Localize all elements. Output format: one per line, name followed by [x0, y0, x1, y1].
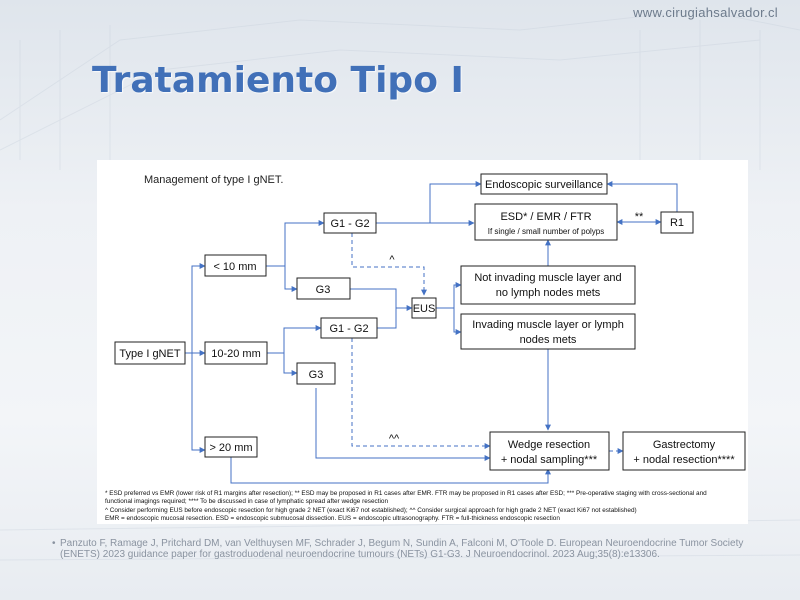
flowchart-figure: Management of type I gNET.: [97, 160, 748, 524]
node-g1-g2-mid: [320, 317, 378, 339]
node-g1-g2-top: [323, 212, 377, 234]
edge-label-double-caret: ^^: [389, 433, 400, 445]
label-10-20mm: 10-20 mm: [211, 348, 261, 360]
node-gt-20mm: [204, 436, 258, 458]
footnote-line: * ESD preferred vs EMR (lower risk of R1…: [105, 490, 707, 497]
footnote-line: functional imagings required; **** To be…: [105, 498, 389, 506]
node-g3-mid: [296, 362, 336, 385]
edge-label-caret: ^: [389, 254, 395, 266]
figure-footnotes: * ESD preferred vs EMR (lower risk of R1…: [105, 490, 745, 524]
slide-title: Tratamiento Tipo I: [92, 60, 464, 101]
label-wedge-line1: Wedge resection: [508, 439, 590, 451]
node-type-i-gnet: [114, 341, 186, 365]
label-invading-line2: nodes mets: [520, 334, 577, 346]
node-not-invading: [460, 265, 636, 305]
reference-bullet: •: [52, 538, 56, 549]
node-surveillance: [480, 173, 608, 195]
node-esd: [474, 203, 618, 241]
label-esd-line2: If single / small number of polyps: [488, 227, 605, 236]
label-invading-line1: Invading muscle layer or lymph: [472, 319, 624, 331]
label-lt-10mm: < 10 mm: [213, 261, 256, 273]
site-url: www.cirugiahsalvador.cl: [633, 5, 778, 20]
reference-citation: • Panzuto F, Ramage J, Pritchard DM, van…: [52, 538, 760, 560]
label-wedge-line2: + nodal sampling***: [501, 454, 598, 466]
node-gastrectomy: [622, 431, 746, 471]
label-g1-g2-top: G1 - G2: [330, 218, 369, 230]
footnote-line: EMR = endoscopic mucosal resection. ESD …: [105, 515, 560, 523]
node-r1: [660, 211, 694, 234]
footnote-line: ^ Consider performing EUS before endosco…: [105, 506, 637, 514]
label-g3-top: G3: [316, 284, 331, 296]
label-gastrectomy-line1: Gastrectomy: [653, 439, 716, 451]
label-g3-mid: G3: [309, 369, 324, 381]
label-gastrectomy-line2: + nodal resection****: [633, 454, 735, 466]
label-not-invading-line2: no lymph nodes mets: [496, 287, 601, 299]
label-surveillance: Endoscopic surveillance: [485, 179, 603, 191]
node-lt-10mm: [204, 254, 267, 277]
flow-arrows: [185, 181, 678, 484]
label-gt-20mm: > 20 mm: [209, 442, 252, 454]
flowchart-diagram: Type I gNET < 10 mm 10-20 mm > 20 mm G1 …: [114, 173, 746, 484]
node-eus: [411, 297, 437, 319]
reference-text: Panzuto F, Ramage J, Pritchard DM, van V…: [60, 538, 744, 560]
figure-caption: Management of type I gNET.: [144, 174, 284, 186]
node-invading: [460, 313, 636, 350]
node-g3-top: [296, 277, 351, 300]
label-g1-g2-mid: G1 - G2: [329, 323, 368, 335]
label-esd-line1: ESD* / EMR / FTR: [500, 211, 591, 223]
label-type-i-gnet: Type I gNET: [119, 348, 180, 360]
label-r1: R1: [670, 217, 684, 229]
edge-label-r1: **: [635, 211, 644, 223]
node-10-20mm: [204, 341, 268, 365]
label-eus: EUS: [413, 303, 436, 315]
node-wedge-resection: [489, 431, 610, 471]
label-not-invading-line1: Not invading muscle layer and: [474, 272, 621, 284]
